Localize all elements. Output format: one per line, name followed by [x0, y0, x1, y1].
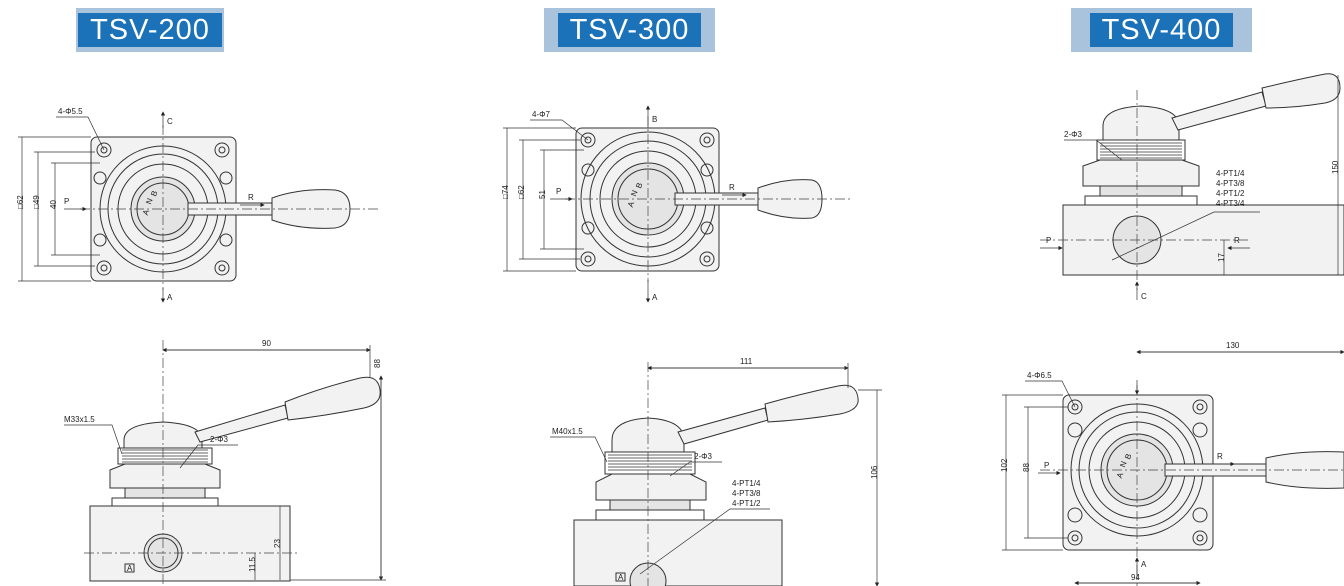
center-label: A: [1115, 471, 1126, 480]
model-title: TSV-400: [1089, 13, 1234, 47]
center-label: N: [629, 189, 640, 198]
hole-callout: 4-Φ5.5: [58, 107, 83, 116]
dimension-label: 130: [1226, 341, 1240, 350]
port-callout: 4-PT1/4: [732, 479, 761, 488]
dimension-label: 51: [538, 190, 547, 199]
port-label: R: [1234, 236, 1240, 245]
port-label: P: [1046, 236, 1051, 245]
port-label: C: [1141, 292, 1147, 301]
dimension-label: 94: [1131, 573, 1140, 582]
port-label: B: [652, 115, 657, 124]
center-label: B: [149, 189, 159, 197]
dimension-label: 106: [870, 465, 879, 479]
port-label: P: [1044, 461, 1049, 470]
mounting-hole: [699, 251, 715, 267]
mounting-hole: [214, 142, 230, 158]
model-title: TSV-200: [78, 13, 222, 47]
center-label: B: [634, 181, 644, 189]
dimension-label: □62: [16, 195, 25, 209]
port-label: R: [729, 183, 735, 192]
port-callout: 4-PT1/2: [1216, 189, 1245, 198]
port-callout: 4-PT3/8: [1216, 179, 1245, 188]
mounting-hole: [96, 260, 112, 276]
dimension-label: □74: [501, 185, 510, 199]
center-label: A: [626, 200, 637, 209]
port-label: P: [64, 197, 69, 206]
face-label: A: [127, 564, 133, 573]
model-badge-tsv200: TSV-200: [76, 8, 224, 52]
dimension-label: 90: [262, 339, 271, 348]
thread: [122, 449, 208, 463]
tsv400-top-view: A P R A N B 130 102 88 94 4-Φ6.5: [1000, 341, 1344, 586]
dimension-label: 150: [1331, 160, 1340, 174]
dimension-label: 23: [273, 539, 282, 548]
mounting-hole: [580, 132, 596, 148]
port-callout: 4-PT3/8: [732, 489, 761, 498]
mounting-hole: [1192, 399, 1208, 415]
dimension-label: 17: [1217, 253, 1226, 262]
dimension-label: 11.5: [248, 556, 257, 572]
mounting-hole: [214, 260, 230, 276]
thread: [608, 454, 692, 471]
model-title: TSV-300: [557, 13, 702, 47]
dimension-label: 88: [373, 359, 382, 368]
model-badge-tsv300: TSV-300: [544, 8, 715, 52]
mounting-hole: [1192, 530, 1208, 546]
mounting-hole: [96, 142, 112, 158]
center-label: N: [1118, 460, 1129, 469]
tsv400-side-view: P R C 17 150 2-Φ3 4-PT1/4 4-PT3/8 4-PT1/…: [1040, 73, 1344, 301]
dimension-label: 88: [1022, 463, 1031, 472]
tsv300-side-view: A 111 106 M40x1.5 2-Φ3 4-PT1/4 4-PT3/8 4…: [550, 357, 882, 586]
port-label: A: [1141, 560, 1147, 569]
tsv300-top-view: B A P R A N B □74 □62 51 4-Φ7: [501, 105, 850, 303]
port-label: A: [167, 293, 173, 302]
thread-callout: M40x1.5: [552, 427, 583, 436]
model-badge-tsv400: TSV-400: [1071, 8, 1252, 52]
port-label: A: [652, 293, 658, 302]
hole-callout: 2-Φ3: [694, 452, 712, 461]
dimension-label: □62: [517, 185, 526, 199]
port-label: P: [556, 187, 561, 196]
port-label: R: [248, 193, 254, 202]
dimension-label: 40: [49, 200, 58, 209]
port-callout: 4-PT1/4: [1216, 169, 1245, 178]
center-label: B: [1123, 452, 1133, 460]
dimension-label: □49: [32, 195, 41, 209]
hole-callout: 4-Φ6.5: [1027, 371, 1052, 380]
center-label: A: [141, 208, 152, 217]
thread-callout: M33x1.5: [64, 415, 95, 424]
tsv200-top-view: C A P R A N B □62 □49 40 4-Φ5.5: [16, 107, 380, 303]
hole-callout: 2-Φ3: [210, 435, 228, 444]
thread: [1100, 142, 1182, 159]
port-label: R: [1217, 452, 1223, 461]
port-callout: 4-PT1/2: [732, 499, 761, 508]
face-label: A: [618, 573, 624, 582]
dimension-label: 111: [740, 357, 753, 366]
tsv200-side-view: A 90 88 23 11.5 M33x1.5 2-Φ3: [64, 339, 386, 586]
mounting-hole: [580, 251, 596, 267]
dimension-label: 102: [1000, 458, 1009, 472]
hole-callout: 4-Φ7: [532, 110, 550, 119]
mounting-hole: [699, 132, 715, 148]
port-callout: 4-PT3/4: [1216, 199, 1245, 208]
center-label: N: [144, 197, 155, 206]
port-label: C: [167, 117, 173, 126]
hole-callout: 2-Φ3: [1064, 130, 1082, 139]
